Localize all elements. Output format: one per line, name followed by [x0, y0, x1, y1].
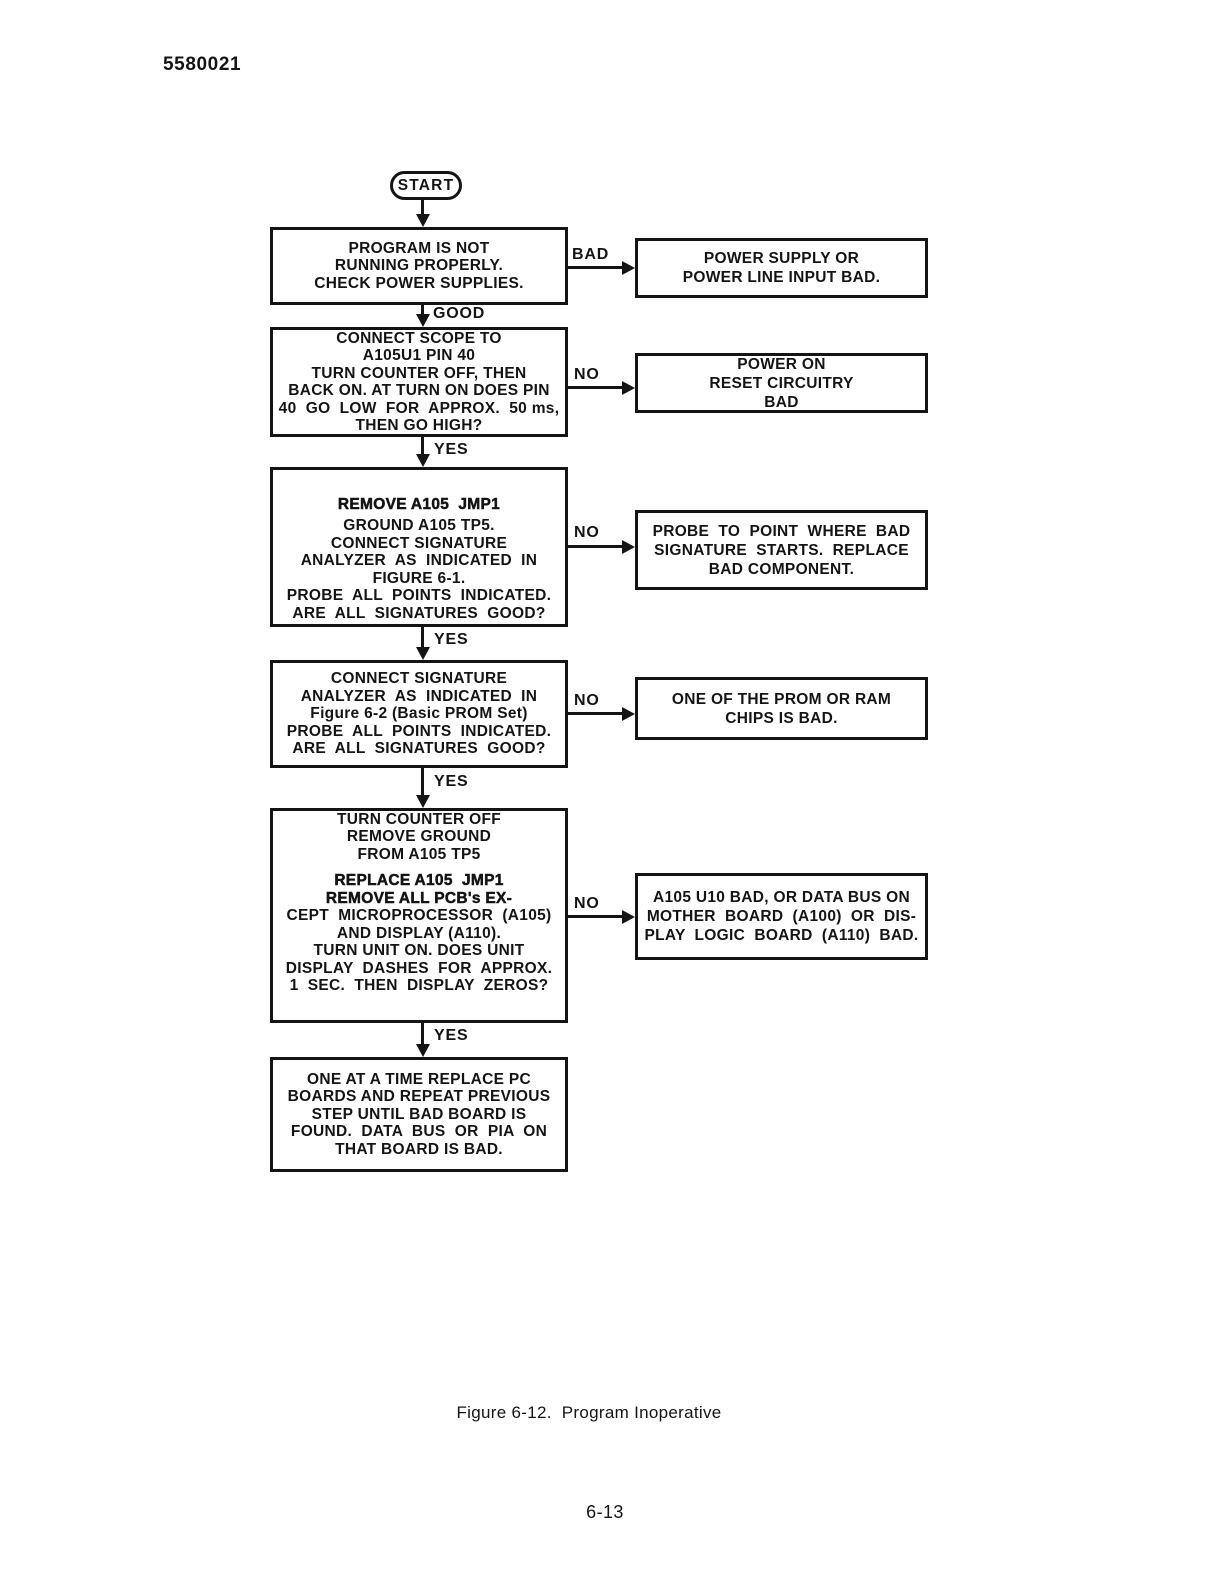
connector-no-4-line	[568, 915, 623, 918]
text-line: PROBE TO POINT WHERE BAD	[652, 522, 911, 540]
text-line: CONNECT SCOPE TO	[336, 329, 502, 347]
flow-result-prom-ram: ONE OF THE PROM OR RAM CHIPS IS BAD.	[635, 677, 928, 740]
flow-result-power-supply: POWER SUPPLY OR POWER LINE INPUT BAD.	[635, 238, 928, 298]
branch-label-no-2: NO	[574, 524, 600, 541]
text-line: A105 U10 BAD, OR DATA BUS ON	[652, 889, 910, 906]
branch-label-bad: BAD	[572, 246, 610, 263]
text-line: POWER ON	[737, 355, 826, 373]
connector-good-arrowhead-icon	[416, 314, 430, 327]
connector-no-2-arrowhead-icon	[622, 540, 635, 554]
branch-label-yes-2: YES	[434, 631, 469, 648]
text-line: BAD COMPONENT.	[708, 560, 855, 578]
text-line: TURN UNIT ON. DOES UNIT	[313, 942, 525, 959]
text-line: TURN COUNTER OFF, THEN	[311, 364, 527, 382]
text-line: REMOVE GROUND	[346, 828, 492, 845]
text-line: ONE OF THE PROM OR RAM	[671, 690, 892, 708]
text-line: Figure 6-2 (Basic PROM Set)	[310, 705, 528, 723]
text-line: A105U1 PIN 40	[362, 347, 476, 364]
branch-label-no-3: NO	[574, 692, 600, 709]
connector-yes-1-arrowhead-icon	[416, 454, 430, 467]
branch-label-good: GOOD	[433, 305, 486, 322]
text-line: SIGNATURE STARTS. REPLACE	[654, 541, 909, 559]
document-number: 5580021	[163, 54, 242, 75]
connector-no-3-line	[568, 712, 623, 715]
flow-step-signature-figure-6-1: REMOVE A105 JMP1 GROUND A105 TP5. CONNEC…	[270, 467, 568, 627]
text-line: THAT BOARD IS BAD.	[335, 1140, 503, 1158]
text-line: BACK ON. AT TURN ON DOES PIN	[288, 382, 550, 399]
text-line: ARE ALL SIGNATURES GOOD?	[292, 740, 546, 758]
flow-result-reset-circuitry: POWER ON RESET CIRCUITRY BAD	[635, 353, 928, 413]
text-line: PROGRAM IS NOT	[348, 239, 490, 257]
connector-yes-2-line	[421, 627, 424, 648]
text-line: BAD	[764, 393, 799, 411]
start-terminal: START	[390, 171, 462, 200]
text-line: 40 GO LOW FOR APPROX. 50 ms,	[278, 399, 560, 417]
branch-label-no-1: NO	[574, 366, 600, 383]
text-line: THEN GO HIGH?	[355, 417, 483, 434]
connector-yes-1-line	[421, 437, 424, 456]
text-line: CONNECT SIGNATURE	[330, 670, 508, 688]
connector-no-1-line	[568, 386, 623, 389]
branch-label-no-4: NO	[574, 895, 600, 912]
text-line: RESET CIRCUITRY	[709, 374, 854, 392]
text-line: RUNNING PROPERLY.	[334, 257, 504, 275]
connector-yes-4-arrowhead-icon	[416, 1044, 430, 1057]
text-line: ANALYZER AS INDICATED IN	[300, 687, 538, 705]
flow-result-bad-component: PROBE TO POINT WHERE BAD SIGNATURE START…	[635, 510, 928, 590]
branch-label-yes-4: YES	[434, 1027, 469, 1044]
text-line: ARE ALL SIGNATURES GOOD?	[292, 604, 546, 622]
text-line: ANALYZER AS INDICATED IN	[300, 552, 538, 570]
text-line: REMOVE ALL PCB's EX-	[325, 889, 513, 907]
start-label: START	[397, 176, 455, 194]
figure-caption: Figure 6-12. Program Inoperative	[456, 1403, 722, 1422]
connector-yes-3-line	[421, 768, 424, 796]
text-line: PROBE ALL POINTS INDICATED.	[286, 722, 552, 740]
text-line: AND DISPLAY (A110).	[336, 924, 502, 942]
text-line: MOTHER BOARD (A100) OR DIS-	[646, 908, 917, 925]
text-line: POWER SUPPLY OR	[703, 250, 860, 267]
text-line: TURN COUNTER OFF	[336, 810, 502, 828]
text-line: FROM A105 TP5	[357, 845, 481, 863]
text-line: REPLACE A105 JMP1	[334, 872, 504, 889]
text-line: CHECK POWER SUPPLIES.	[314, 274, 524, 292]
branch-label-yes-3: YES	[434, 773, 469, 790]
connector-bad-arrowhead-icon	[622, 261, 635, 275]
text-line: ONE AT A TIME REPLACE PC	[307, 1070, 531, 1088]
flow-step-scope-pin40: CONNECT SCOPE TO A105U1 PIN 40 TURN COUN…	[270, 327, 568, 437]
text-line: CEPT MICROPROCESSOR (A105)	[286, 907, 552, 924]
connector-yes-4-line	[421, 1023, 424, 1045]
connector-no-2-line	[568, 545, 623, 548]
connector-start-arrowhead-icon	[416, 214, 430, 227]
text-line: CHIPS IS BAD.	[725, 709, 838, 727]
branch-label-yes-1: YES	[434, 441, 469, 458]
connector-good-line	[421, 305, 424, 316]
text-line: FIGURE 6-1.	[372, 569, 466, 587]
text-line: DISPLAY DASHES FOR APPROX.	[285, 959, 553, 977]
text-line: POWER LINE INPUT BAD.	[682, 269, 881, 286]
text-line: FOUND. DATA BUS OR PIA ON	[290, 1123, 548, 1141]
connector-no-1-arrowhead-icon	[622, 381, 635, 395]
text-line: STEP UNTIL BAD BOARD IS	[311, 1105, 527, 1123]
flow-step-signature-figure-6-2: CONNECT SIGNATURE ANALYZER AS INDICATED …	[270, 660, 568, 768]
connector-no-3-arrowhead-icon	[622, 707, 635, 721]
connector-no-4-arrowhead-icon	[622, 910, 635, 924]
text-line: CONNECT SIGNATURE	[330, 534, 508, 552]
connector-yes-2-arrowhead-icon	[416, 647, 430, 660]
text-line: REMOVE A105 JMP1	[337, 495, 501, 513]
page-number: 6-13	[586, 1502, 624, 1522]
text-line: 1 SEC. THEN DISPLAY ZEROS?	[289, 977, 549, 994]
text-line: GROUND A105 TP5.	[343, 517, 495, 535]
flow-step-replace-boards: ONE AT A TIME REPLACE PC BOARDS AND REPE…	[270, 1057, 568, 1172]
connector-bad-line	[568, 266, 623, 269]
text-line: PLAY LOGIC BOARD (A110) BAD.	[644, 927, 919, 944]
flow-step-remove-pcbs: TURN COUNTER OFF REMOVE GROUND FROM A105…	[270, 808, 568, 1023]
connector-start-line	[421, 200, 424, 216]
flow-step-check-power-supplies: PROGRAM IS NOT RUNNING PROPERLY. CHECK P…	[270, 227, 568, 305]
flow-result-data-bus: A105 U10 BAD, OR DATA BUS ON MOTHER BOAR…	[635, 873, 928, 960]
text-line: BOARDS AND REPEAT PREVIOUS	[287, 1088, 551, 1106]
connector-yes-3-arrowhead-icon	[416, 795, 430, 808]
text-line: PROBE ALL POINTS INDICATED.	[286, 587, 552, 605]
